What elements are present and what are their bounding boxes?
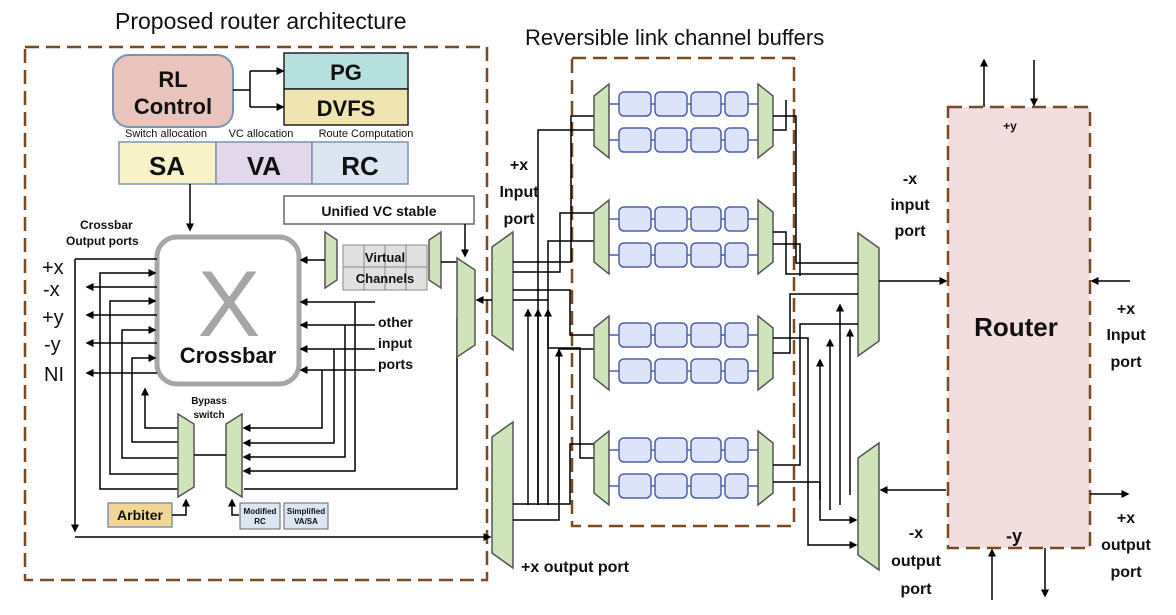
simplified-vasa-label-1: Simplified — [287, 507, 325, 516]
buffer-group-1 — [593, 82, 774, 160]
right-input-port-label-2: input — [890, 197, 930, 214]
rc-box — [311, 141, 409, 185]
va-label: VA — [247, 151, 281, 181]
router-right-input-label-3: port — [1110, 354, 1142, 371]
right-output-port-label-3: port — [900, 581, 932, 598]
vc-label-1: Virtual — [365, 250, 405, 265]
buffer-group-4 — [593, 429, 774, 507]
port-label-ni: NI — [44, 364, 64, 386]
link-buffers-title: Reversible link channel buffers — [525, 25, 824, 50]
right-output-port-label-1: -x — [909, 525, 923, 542]
simplified-vasa-box — [283, 502, 329, 530]
crossbar-output-label-2: Output ports — [66, 234, 139, 248]
crossbar-right-feeds — [242, 298, 458, 490]
rl-control-box — [112, 54, 234, 128]
router-right-input-label-2: Input — [1106, 327, 1146, 344]
modified-rc-box — [239, 502, 281, 530]
router-arch-boundary — [23, 45, 489, 582]
crossbar-symbol: X — [198, 251, 261, 356]
left-link-wiring — [513, 115, 594, 521]
unified-vc-label: Unified VC stable — [321, 203, 436, 219]
left-output-mux — [491, 420, 514, 570]
router-io-arrows — [980, 58, 1130, 600]
left-input-port-label-2: Input — [499, 184, 539, 201]
sa-label: SA — [149, 151, 185, 181]
buffer-group-2 — [593, 198, 774, 276]
control-label: Control — [134, 94, 212, 119]
router-top-label: +y — [1003, 119, 1017, 133]
bypass-label-2: switch — [193, 410, 224, 421]
vc-label-2: Channels — [356, 271, 415, 286]
other-inputs-label-1: other — [378, 314, 414, 330]
right-input-port-label-1: -x — [903, 171, 917, 188]
link-buffers-boundary — [570, 56, 796, 528]
modified-rc-label-2: RC — [254, 517, 266, 526]
router-arch-title: Proposed router architecture — [115, 8, 407, 34]
va-box — [215, 141, 313, 185]
va-caption: VC allocation — [229, 128, 294, 140]
sa-caption: Switch allocation — [125, 128, 207, 140]
vc-mux-left — [324, 230, 338, 290]
other-inputs-label-2: input — [378, 335, 413, 351]
port-label-plus-x: +x — [42, 257, 64, 279]
right-input-mux — [857, 231, 880, 358]
crossbar-box — [154, 234, 302, 387]
right-output-port-label-2: output — [891, 553, 941, 570]
right-output-demux — [857, 441, 880, 572]
router-right-input-label-1: +x — [1117, 301, 1135, 318]
right-link-wiring — [773, 100, 948, 549]
crossbar-output-label-1: Crossbar — [80, 218, 133, 232]
port-label-minus-y: -y — [44, 334, 61, 356]
simplified-vasa-label-2: VA/SA — [294, 517, 318, 526]
router-box — [946, 105, 1092, 550]
right-input-port-label-3: port — [894, 223, 926, 240]
vc-mux-right — [428, 230, 442, 290]
arbiter-label: Arbiter — [117, 507, 163, 523]
router-right-output-label-1: +x — [1117, 510, 1135, 527]
sa-box — [118, 141, 217, 185]
left-input-port-label-1: +x — [510, 157, 528, 174]
bypass-label-1: Bypass — [191, 396, 227, 407]
arbiter-box — [107, 502, 173, 528]
unified-vc-box — [283, 195, 475, 225]
rc-label: RC — [341, 151, 379, 181]
crossbar-left-feeds — [99, 269, 178, 490]
bypass-mux-right — [225, 412, 243, 499]
buffer-group-3 — [593, 314, 774, 392]
dvfs-label: DVFS — [317, 96, 376, 121]
rc-caption: Route Computation — [319, 128, 414, 140]
rl-label: RL — [158, 67, 187, 92]
router-input-demux — [456, 256, 476, 359]
router-right-output-label-2: output — [1101, 537, 1151, 554]
other-inputs-label-3: ports — [378, 356, 413, 372]
pg-label: PG — [330, 60, 362, 85]
modified-rc-label-1: Modified — [244, 507, 277, 516]
port-label-minus-x: -x — [43, 279, 60, 301]
left-output-port-label: +x output port — [521, 559, 630, 576]
router-label: Router — [974, 312, 1058, 342]
router-right-output-label-3: port — [1110, 564, 1142, 581]
port-label-plus-y: +y — [42, 307, 64, 329]
router-bottom-label: -y — [1006, 526, 1022, 546]
left-input-demux — [491, 230, 514, 352]
pg-box — [283, 52, 409, 90]
left-input-port-label-3: port — [503, 211, 535, 228]
crossbar-name: Crossbar — [180, 343, 277, 368]
bypass-mux-left — [177, 412, 195, 499]
